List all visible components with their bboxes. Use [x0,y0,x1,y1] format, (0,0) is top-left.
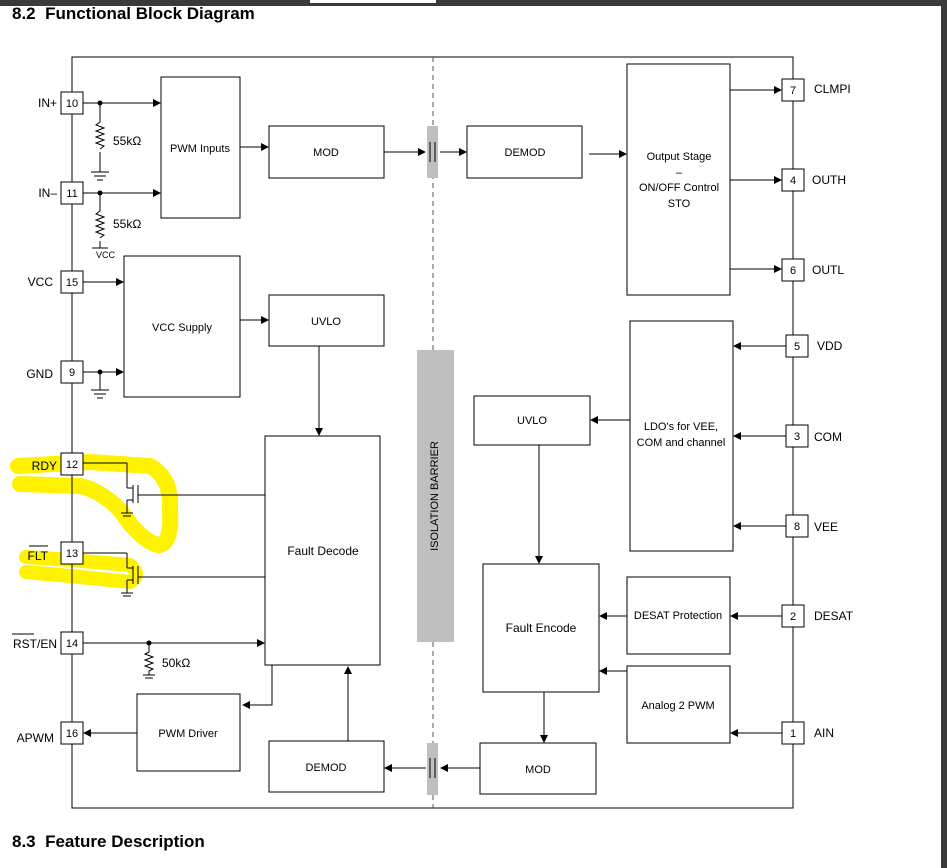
output-stage-line-1: Output Stage [647,151,712,163]
pwm-inputs-block [160,76,241,219]
vcc-supply-label-small: VCC [96,250,116,260]
mod-top-block [268,125,385,179]
fault-encode-label: Fault Encode [506,621,577,635]
pin-number-desat: 2 [790,611,796,623]
junction-gnd [97,369,103,375]
pin-label-rst-en: RST/EN [13,637,57,651]
pin-label-gnd: GND [26,367,53,381]
window-top-gap [310,0,436,3]
top-isolation-capacitor [427,126,438,178]
highlight-annotation [10,454,179,589]
pin-label-vdd: VDD [817,339,843,353]
pin-box-rdy [60,452,84,476]
output-stage-block [626,63,731,296]
pin-number-rst-en: 14 [66,638,78,650]
pin-label-in-plus: IN+ [38,96,57,110]
pin-box-outl [781,258,805,282]
junction-in-plus [97,100,103,106]
window-top-border [0,0,947,6]
fault-decode-block [264,435,381,666]
pin-label-desat: DESAT [814,609,854,623]
pin-number-ain: 1 [790,728,796,740]
isolation-barrier-label: ISOLATION BARRIER [429,441,441,551]
window-right-border [941,0,947,868]
pin-label-clmpi: CLMPI [814,82,851,96]
resistor-in-minus-label: 55kΩ [113,217,141,231]
resistor-rst-label: 50kΩ [162,656,190,670]
output-stage-line-3: ON/OFF Control [639,182,719,194]
pin-label-com: COM [814,430,842,444]
uvlo-left-label: UVLO [311,316,341,328]
pin-number-apwm: 16 [66,728,78,740]
isolation-barrier [417,350,454,642]
pin-number-flt: 13 [66,548,78,560]
mod-bottom-block [479,742,597,795]
pin-box-clmpi [781,78,805,102]
pwm-driver-label: PWM Driver [158,728,218,740]
resistor-rst [143,651,155,672]
resistor-in-plus-label: 55kΩ [113,134,141,148]
next-section-title: 8.3 Feature Description [12,832,205,851]
mod-bottom-label: MOD [525,764,551,776]
pin-number-clmpi: 7 [790,85,796,97]
pin-number-in-plus: 10 [66,98,78,110]
pin-number-in-minus: 11 [66,188,77,200]
junction-in-minus [97,190,103,196]
output-stage-line-4: STO [668,198,691,210]
output-stage-line-2: – [676,167,683,179]
pin-number-rdy: 12 [66,459,78,471]
analog-2-pwm-block [626,665,731,744]
pin-number-vdd: 5 [794,341,800,353]
demod-bottom-label: DEMOD [306,762,347,774]
desat-protection-label: DESAT Protection [634,610,722,622]
ldo-block [629,320,734,552]
pin-number-gnd: 9 [69,367,75,379]
pin-label-outh: OUTH [812,173,846,187]
ldo-label-line-2: COM and channel [637,437,726,449]
analog-2-pwm-label: Analog 2 PWM [641,700,714,712]
uvlo-right-label: UVLO [517,415,547,427]
pin-label-ain: AIN [814,726,834,740]
pin-number-vcc: 15 [66,277,78,289]
uvlo-left-block [268,294,385,347]
fault-decode-label: Fault Decode [287,544,359,558]
pin-label-vcc: VCC [28,275,54,289]
pin-label-rdy: RDY [32,459,57,473]
pin-box-outh [781,168,805,192]
mod-top-label: MOD [313,147,339,159]
section-title: 8.2 Functional Block Diagram [12,4,255,23]
vcc-supply-block [123,255,241,398]
resistor-in-minus [94,210,106,239]
wire-fault-decode-to-pwm-driver [242,665,273,709]
pin-label-flt: FLT [28,549,49,563]
pin-number-outl: 6 [790,265,796,277]
vcc-supply-label: VCC Supply [152,322,212,334]
ldo-label-line-1: LDO's for VEE, [644,421,718,433]
pin-label-in-minus: IN– [38,186,57,200]
fault-encode-block [482,563,600,693]
resistor-in-plus [94,121,106,150]
pin-number-com: 3 [794,431,800,443]
pwm-driver-block [136,693,241,772]
pin-number-outh: 4 [790,175,796,187]
pin-number-vee: 8 [794,521,800,533]
uvlo-right-block [473,395,591,446]
demod-top-label: DEMOD [505,147,546,159]
pin-label-outl: OUTL [812,263,844,277]
demod-top-block [466,125,583,179]
pwm-inputs-label: PWM Inputs [170,143,230,155]
pin-label-apwm: APWM [17,731,54,745]
bottom-isolation-capacitor [427,743,438,795]
pin-label-vee: VEE [814,520,838,534]
junction-rst [146,640,152,646]
